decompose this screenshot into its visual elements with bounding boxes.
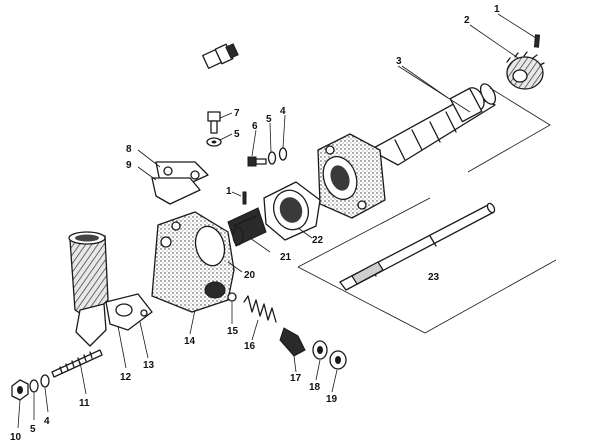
callout-3: 3 bbox=[396, 56, 402, 67]
pump-body-part-20 bbox=[151, 211, 235, 313]
valve-plug-part-19 bbox=[329, 350, 347, 370]
valve-washer-part-18 bbox=[312, 340, 328, 360]
callout-5: 5 bbox=[266, 114, 272, 125]
screw-part-6 bbox=[247, 156, 267, 167]
valve-plunger-part-17 bbox=[279, 327, 306, 357]
oil-strainer-part-13 bbox=[68, 231, 109, 319]
nut-part-10 bbox=[11, 379, 29, 401]
callout-1: 1 bbox=[494, 4, 500, 15]
bolt-part-7 bbox=[207, 111, 221, 134]
pump-drive-housing bbox=[317, 133, 386, 219]
callout-20: 20 bbox=[244, 270, 256, 281]
callout-13: 13 bbox=[143, 360, 155, 371]
suction-flange bbox=[105, 293, 153, 331]
callout-16: 16 bbox=[244, 341, 256, 352]
callout-9: 9 bbox=[126, 160, 132, 171]
leader-lines bbox=[17, 13, 537, 429]
callout-labels: 1 2 3 7 4 5 6 5 8 9 1 22 21 20 23 15 16 … bbox=[10, 4, 500, 443]
callout-17: 17 bbox=[290, 373, 302, 384]
drive-shaft-part-3 bbox=[369, 83, 497, 166]
stud-part-11 bbox=[51, 349, 103, 378]
pump-rotor-part-21 bbox=[227, 207, 267, 247]
suction-elbow-part-12 bbox=[75, 303, 107, 347]
callout-22: 22 bbox=[312, 235, 324, 246]
callout-19: 19 bbox=[326, 394, 338, 405]
callout-5-top: 5 bbox=[234, 129, 240, 140]
washer-part-5-bottom bbox=[29, 379, 39, 393]
callout-4-bottom: 4 bbox=[44, 416, 50, 427]
long-shaft-part-23 bbox=[339, 202, 496, 291]
callout-8: 8 bbox=[126, 144, 132, 155]
callout-6: 6 bbox=[252, 121, 258, 132]
callout-4: 4 bbox=[280, 106, 286, 117]
washer-part-4-middle bbox=[278, 147, 288, 161]
pipe-union-nut bbox=[202, 43, 239, 69]
callout-14: 14 bbox=[184, 336, 196, 347]
callout-15: 15 bbox=[227, 326, 239, 337]
callout-7: 7 bbox=[234, 108, 240, 119]
washer-part-4-bottom bbox=[40, 374, 50, 388]
oil-pipe-assembly bbox=[170, 43, 239, 166]
rotor-pin-part-1 bbox=[242, 191, 247, 205]
relief-spring-part-16 bbox=[243, 295, 277, 323]
valve-ball-part-15 bbox=[227, 292, 237, 302]
callout-18: 18 bbox=[309, 382, 321, 393]
callout-11: 11 bbox=[79, 398, 90, 409]
pipe-gasket-part-9 bbox=[151, 177, 201, 205]
callout-5-bottom: 5 bbox=[30, 424, 36, 435]
washer-part-5-top bbox=[206, 137, 222, 147]
callout-10: 10 bbox=[10, 432, 22, 443]
pump-outer-ring-part-22 bbox=[263, 181, 321, 241]
gear-pin-part-1 bbox=[533, 34, 541, 48]
callout-12: 12 bbox=[120, 372, 132, 383]
callout-23: 23 bbox=[428, 272, 440, 283]
callout-2: 2 bbox=[464, 15, 470, 26]
drive-gear-part-2 bbox=[506, 51, 545, 90]
callout-1-lower: 1 bbox=[226, 186, 232, 197]
washer-part-5-middle bbox=[267, 151, 277, 165]
callout-21: 21 bbox=[280, 252, 292, 263]
